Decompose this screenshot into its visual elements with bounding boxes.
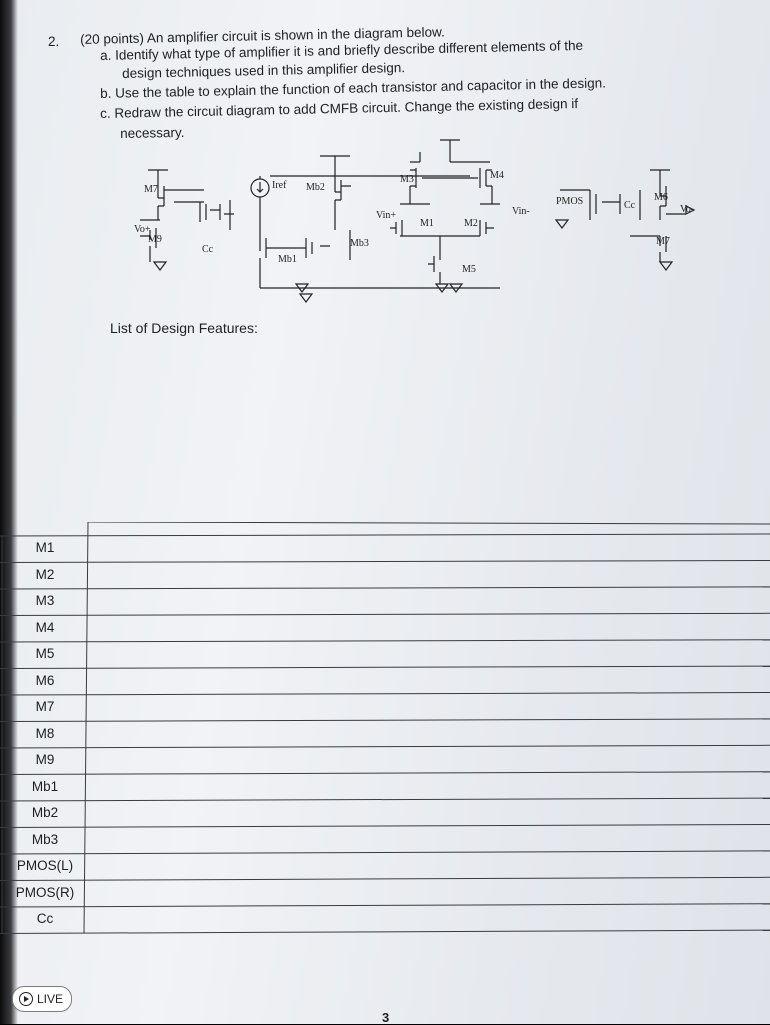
- label-m4: M4: [490, 170, 504, 181]
- table-row-answer-cell[interactable]: [88, 881, 770, 907]
- table-row-label: M6: [35, 672, 55, 688]
- table-row-answer-cell[interactable]: [88, 775, 770, 801]
- label-cc-right: Cc: [624, 200, 636, 211]
- label-mb2: Mb2: [306, 182, 325, 193]
- table-row-label: M7: [35, 699, 55, 714]
- table-row-label: PMOS(L): [16, 858, 74, 873]
- question-number: 2.: [48, 34, 60, 49]
- table-row-answer-cell[interactable]: [88, 722, 770, 748]
- table-row-label: M8: [35, 725, 55, 741]
- live-play-icon: [19, 992, 33, 1006]
- table-row-label: Mb3: [31, 831, 59, 847]
- table-row-answer-cell[interactable]: [88, 854, 770, 880]
- table-row-answer-cell[interactable]: [88, 616, 770, 642]
- label-pmos: PMOS: [556, 196, 583, 207]
- table-row-answer-cell[interactable]: [88, 536, 770, 562]
- label-cc-left: Cc: [202, 244, 214, 255]
- label-m3: M3: [400, 174, 414, 185]
- label-m9: M9: [148, 234, 162, 245]
- label-vin-plus: Vin+: [376, 210, 396, 221]
- table-row-label: Mb1: [31, 778, 59, 794]
- label-mb1: Mb1: [278, 254, 297, 265]
- label-m1: M1: [420, 218, 434, 229]
- table-row-label: Cc: [36, 911, 54, 926]
- question-part-a-continued: design techniques used in this amplifier…: [122, 60, 406, 81]
- amplifier-circuit-diagram: M7 Iref Mb2 M3 M4 PMOS Cc M6 Vo- Vin+ Vi…: [134, 139, 696, 303]
- table-row-answer-cell[interactable]: [88, 589, 770, 615]
- table-row-answer-cell[interactable]: [88, 695, 770, 721]
- table-row-answer-cell[interactable]: [88, 801, 770, 827]
- table-row-label: M5: [35, 646, 55, 661]
- table-row-label: Mb2: [31, 805, 59, 820]
- label-vo-plus: Vo+: [134, 224, 151, 235]
- table-row-answer-cell[interactable]: [88, 642, 770, 668]
- table-row-answer-cell[interactable]: [88, 828, 770, 854]
- question-part-c: c. Redraw the circuit diagram to add CMF…: [100, 95, 579, 121]
- label-mb3: Mb3: [350, 238, 369, 249]
- design-features-title: List of Design Features:: [110, 320, 258, 336]
- table-row-answer-cell[interactable]: [88, 907, 770, 933]
- table-row-answer-cell[interactable]: [88, 669, 770, 695]
- label-m7-right: M7: [656, 236, 670, 247]
- table-row-answer-cell[interactable]: [88, 563, 770, 589]
- table-row-label: M4: [35, 619, 55, 635]
- table-row-label: M9: [35, 752, 55, 767]
- table-row-label: M1: [35, 540, 55, 555]
- page-number: 3: [382, 1010, 390, 1025]
- live-badge[interactable]: LIVE: [12, 986, 73, 1012]
- label-m7-left: M7: [144, 184, 158, 195]
- table-row-label: M2: [35, 566, 55, 582]
- label-m5: M5: [462, 264, 476, 275]
- label-vo-minus: Vo-: [680, 204, 694, 215]
- table-row-label: PMOS(R): [15, 884, 75, 900]
- live-label: LIVE: [37, 992, 64, 1006]
- label-m6: M6: [654, 192, 668, 203]
- table-row-label: M3: [35, 593, 55, 608]
- label-iref: Iref: [272, 180, 287, 191]
- table-row-answer-cell[interactable]: [88, 748, 770, 774]
- design-features-table: [0, 522, 770, 934]
- label-m2: M2: [464, 218, 478, 229]
- label-vin-minus: Vin-: [512, 206, 530, 217]
- page-shadow-edge: [0, 0, 18, 1024]
